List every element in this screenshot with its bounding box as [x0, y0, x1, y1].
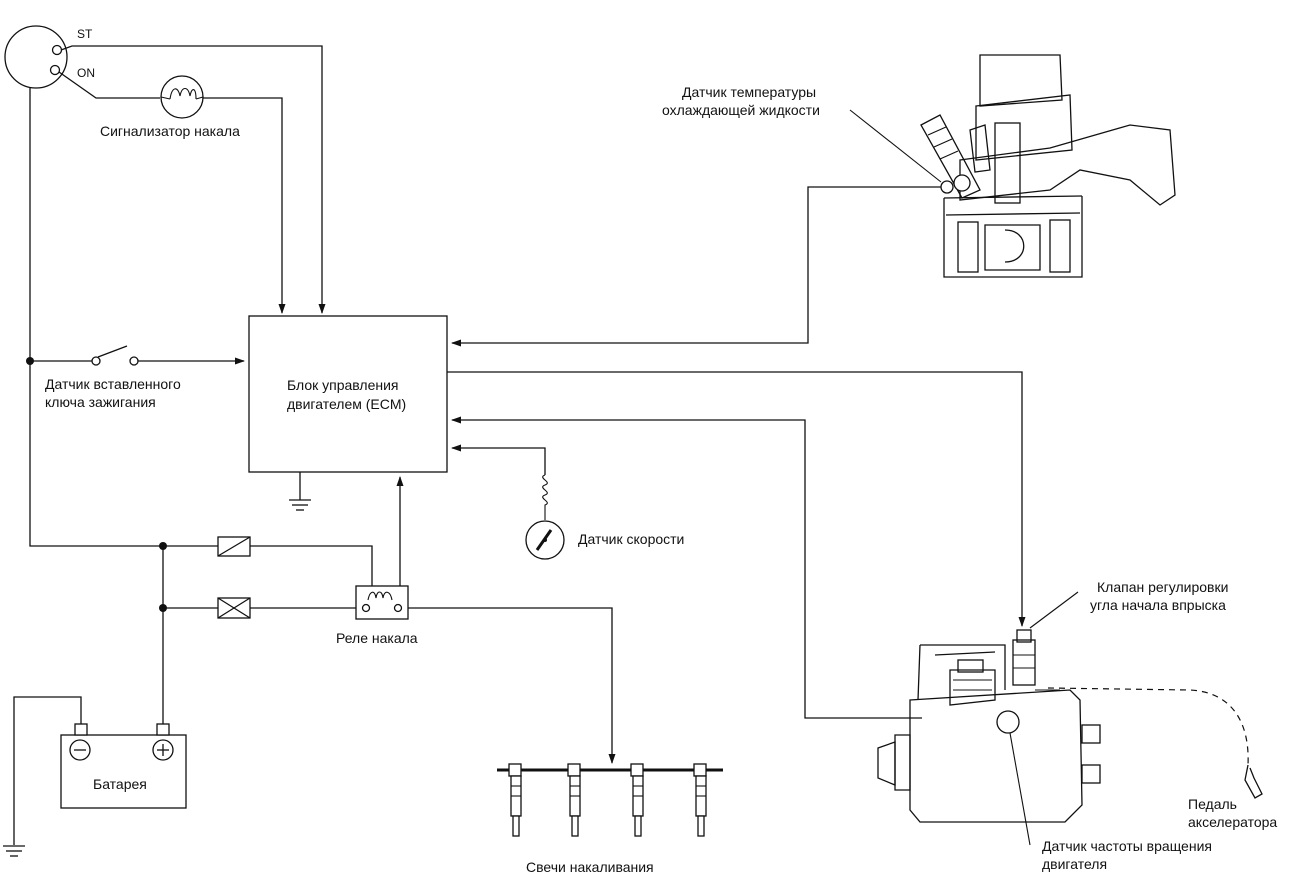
injection-valve-leader — [1029, 591, 1079, 629]
wire-rpm-sensor-to-ecm — [451, 416, 922, 719]
pedal-label-1: Педаль — [1188, 796, 1237, 812]
rpm-sensor-label-2: двигателя — [1042, 856, 1107, 872]
coolant-sensor-label-1: Датчик температуры — [682, 84, 816, 100]
coolant-sensor-label-2: охлаждающей жидкости — [662, 102, 820, 118]
coolant-sensor-leader — [849, 109, 942, 183]
glow-relay — [355, 585, 409, 620]
key-sensor-label-1: Датчик вставленного — [45, 376, 181, 392]
injection-pump-illustration — [877, 629, 1101, 823]
accelerator-pedal — [1244, 764, 1263, 799]
injection-valve-label-2: угла начала впрыска — [1090, 597, 1226, 613]
ecm-block: Блок управления двигателем (ECM) — [248, 315, 448, 473]
wire-relay-to-glow-plugs — [408, 607, 616, 764]
wire-indicator-to-ecm — [203, 97, 286, 314]
rpm-sensor-leader — [1009, 732, 1031, 846]
ignition-on-label: ON — [77, 66, 95, 80]
wire-st-to-ecm — [60, 45, 326, 314]
ignition-st-label: ST — [77, 27, 93, 41]
key-sensor-switch — [30, 345, 245, 366]
pedal-label-2: акселератора — [1188, 814, 1277, 830]
fuse-lower — [217, 597, 251, 619]
ignition-switch: ST ON — [4, 25, 95, 89]
glow-indicator-label: Сигнализатор накала — [100, 123, 240, 139]
battery-ground-symbol — [3, 845, 25, 857]
battery: Батарея — [60, 723, 187, 809]
glow-plug — [630, 763, 644, 837]
wire-battery-to-relay — [162, 546, 356, 726]
glow-plugs-label: Свечи накаливания — [526, 859, 654, 875]
glow-plug — [567, 763, 581, 837]
speed-sensor-label: Датчик скорости — [578, 531, 684, 547]
ecm-ground-symbol — [289, 472, 311, 511]
accelerator-linkage — [1047, 687, 1249, 766]
battery-label: Батарея — [93, 776, 147, 792]
key-sensor-label-2: ключа зажигания — [45, 394, 156, 410]
engine-head-illustration — [920, 54, 1176, 278]
rpm-sensor-label-1: Датчик частоты вращения — [1042, 838, 1212, 854]
ecm-label-1: Блок управления — [287, 377, 399, 393]
speed-sensor — [525, 474, 565, 560]
wire-on-to-indicator — [58, 71, 160, 99]
glow-plugs — [497, 763, 723, 837]
wire-coolant-sensor-to-ecm — [451, 186, 941, 347]
glow-indicator-lamp — [160, 75, 204, 119]
fuse-upper — [217, 536, 251, 557]
glow-plug — [508, 763, 522, 837]
wire-ecm-to-injection-valve — [447, 371, 1026, 627]
wire-battery-ground — [13, 696, 82, 845]
glow-relay-label: Реле накала — [336, 630, 418, 646]
ecm-label-2: двигателем (ECM) — [287, 396, 406, 412]
wire-ignition-supply — [29, 87, 373, 586]
wire-speed-sensor-to-ecm — [451, 444, 546, 475]
injection-valve-label-1: Клапан регулировки — [1097, 579, 1228, 595]
glow-plug — [693, 763, 707, 837]
